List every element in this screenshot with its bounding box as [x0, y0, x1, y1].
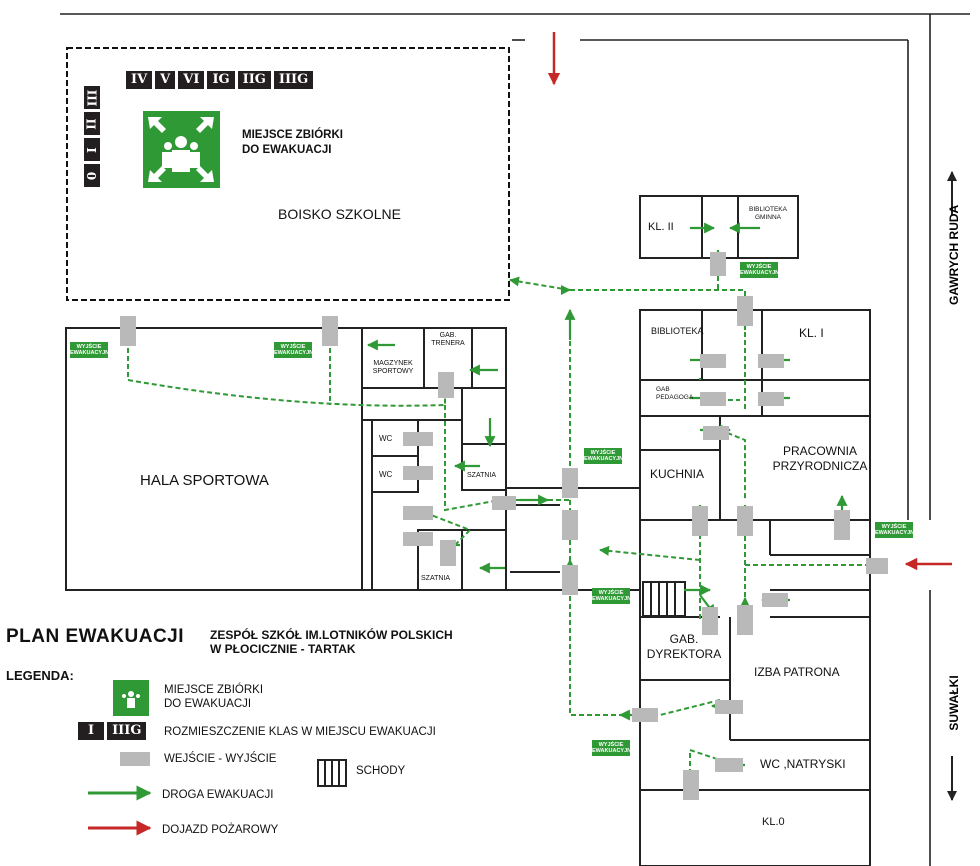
plan-title: PLAN EWAKUACJI: [6, 626, 185, 647]
exit-sign: WYJŚCIE EWAKUACYJNE: [274, 342, 317, 358]
exit-sign: WYJŚCIE EWAKUACYJNE: [875, 522, 918, 538]
class-placement-horizontal: IV V VI IG IIG IIIG: [126, 71, 314, 89]
room-izba-patrona: IZBA PATRONA: [754, 665, 840, 679]
legend-stairs-label: SCHODY: [356, 765, 406, 777]
legend-assembly-icon: [113, 680, 149, 716]
room-szatnia-1: SZATNIA: [467, 472, 497, 479]
exit-sign: WYJŚCIE EWAKUACYJNE: [592, 740, 635, 756]
exit-sign: WYJŚCIE EWAKUACYJNE: [70, 342, 113, 358]
room-biblioteka: BIBLIOTEKA: [651, 326, 704, 336]
doors: [120, 252, 888, 800]
street-lines: [60, 13, 970, 866]
room-kl-2: KL. II: [648, 221, 674, 233]
room-hala-sportowa: HALA SPORTOWA: [140, 472, 269, 489]
street-south-label: SUWAŁKI: [947, 675, 961, 731]
legend-class-example: I IIIG: [78, 722, 147, 740]
street-north-label: GAWRYCH RUDA: [947, 204, 961, 305]
legend-stairs-icon: [317, 759, 347, 787]
class-tag: IG: [207, 71, 235, 89]
room-gab-dyrektora: GAB. DYREKTORA: [646, 632, 722, 661]
assembly-point-icon: [143, 111, 220, 188]
legend-evac-route-label: DROGA EWAKUACJI: [162, 789, 274, 801]
sports-field-label: BOISKO SZKOLNE: [278, 206, 401, 222]
class-tag: II: [84, 112, 100, 135]
exit-sign: WYJŚCIE EWAKUACYJNE: [592, 588, 635, 604]
legend-fire-access-label: DOJAZD POŻAROWY: [162, 824, 279, 836]
room-gab-trenera: GAB. TRENERA: [431, 332, 465, 347]
fire-access-arrows: [547, 32, 952, 571]
class-tag: I: [78, 722, 105, 740]
room-kl-1: KL. I: [799, 326, 824, 340]
school-name: ZESPÓŁ SZKÓŁ IM.LOTNIKÓW POLSKICH W PŁOC…: [210, 628, 453, 656]
class-tag: IIIG: [107, 722, 147, 740]
legend-door-swatch: [120, 752, 150, 766]
legend-graphics: [88, 680, 347, 836]
class-tag: IIIG: [273, 71, 314, 89]
room-magazyn: MAGZYNEK SPORTOWY: [372, 360, 414, 375]
legend-heading: LEGENDA:: [6, 668, 74, 683]
legend-door-label: WEJŚCIE - WYJŚCIE: [164, 753, 277, 765]
class-placement-vertical: III II I 0: [84, 86, 100, 187]
room-wc-natryski: WC ,NATRYSKI: [760, 757, 846, 771]
room-gab-pedagoga: GAB PEDAGOGA: [656, 386, 694, 401]
room-kl-0: KL.0: [762, 816, 785, 828]
room-wc-1: WC: [379, 434, 393, 443]
class-tag: IIG: [237, 71, 271, 89]
legend-class-placement-label: ROZMIESZCZENIE KLAS W MIEJSCU EWAKUACJI: [164, 726, 436, 738]
room-biblioteka-gminna: BIBLIOTEKA GMINNA: [749, 206, 787, 221]
legend-assembly-label: MIEJSCE ZBIÓRKI DO EWAKUACJI: [164, 684, 264, 710]
class-tag: VI: [178, 71, 205, 89]
class-tag: V: [155, 71, 176, 89]
room-pracownia: PRACOWNIA PRZYRODNICZA: [772, 444, 868, 473]
class-tag: IV: [126, 71, 153, 89]
class-tag: 0: [84, 164, 100, 187]
exit-sign: WYJŚCIE EWAKUACYJNE: [584, 448, 627, 464]
room-kuchnia: KUCHNIA: [650, 467, 705, 481]
building-walls: [65, 195, 871, 866]
class-tag: I: [84, 138, 100, 161]
class-tag: III: [84, 86, 100, 109]
room-szatnia-2: SZATNIA: [421, 575, 451, 582]
sports-field-area: [66, 47, 510, 301]
assembly-label: MIEJSCE ZBIÓRKI DO EWAKUACJI: [242, 129, 343, 156]
room-wc-2: WC: [379, 470, 393, 479]
stairs: [642, 581, 686, 617]
exit-sign: WYJŚCIE EWAKUACYJNE: [740, 262, 783, 278]
